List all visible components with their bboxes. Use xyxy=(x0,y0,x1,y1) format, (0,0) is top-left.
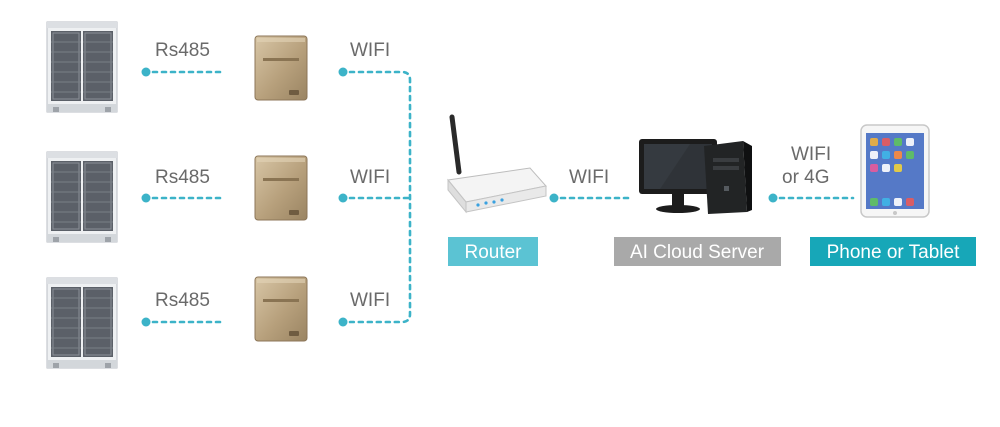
wifi-bus-connector xyxy=(338,67,412,327)
phone-badge: Phone or Tablet xyxy=(810,237,976,266)
rs485-connector-3 xyxy=(141,317,227,327)
router-badge-label: Router xyxy=(464,242,522,263)
rs485-label-1: Rs485 xyxy=(155,40,210,61)
phone-badge-label: Phone or Tablet xyxy=(827,242,960,263)
router-badge: Router xyxy=(448,237,538,266)
server-badge: AI Cloud Server xyxy=(614,237,781,266)
outdoor-unit-icon-3 xyxy=(46,277,118,369)
outdoor-unit-icon-2 xyxy=(46,151,118,243)
router-icon xyxy=(447,114,547,214)
rs485-label-2: Rs485 xyxy=(155,167,210,188)
rs485-label-3: Rs485 xyxy=(155,290,210,311)
wifi-label-3: WIFI xyxy=(350,290,390,311)
wifi-label-1: WIFI xyxy=(350,40,390,61)
wifi-4g-label-line1: WIFI xyxy=(791,144,831,165)
gateway-icon-1 xyxy=(254,35,308,101)
server-phone-connector xyxy=(768,193,855,203)
rs485-connector-2 xyxy=(141,193,227,203)
tablet-icon xyxy=(860,124,930,218)
outdoor-unit-icon-1 xyxy=(46,21,118,113)
gateway-icon-2 xyxy=(254,155,308,221)
gateway-icon-3 xyxy=(254,276,308,342)
server-badge-label: AI Cloud Server xyxy=(630,242,765,263)
wifi-label-router-server: WIFI xyxy=(569,167,609,188)
desktop-computer-icon xyxy=(639,139,752,214)
router-server-connector xyxy=(549,193,634,203)
wifi-label-2: WIFI xyxy=(350,167,390,188)
rs485-connector-1 xyxy=(141,67,227,77)
wifi-4g-label-line2: or 4G xyxy=(782,167,830,188)
